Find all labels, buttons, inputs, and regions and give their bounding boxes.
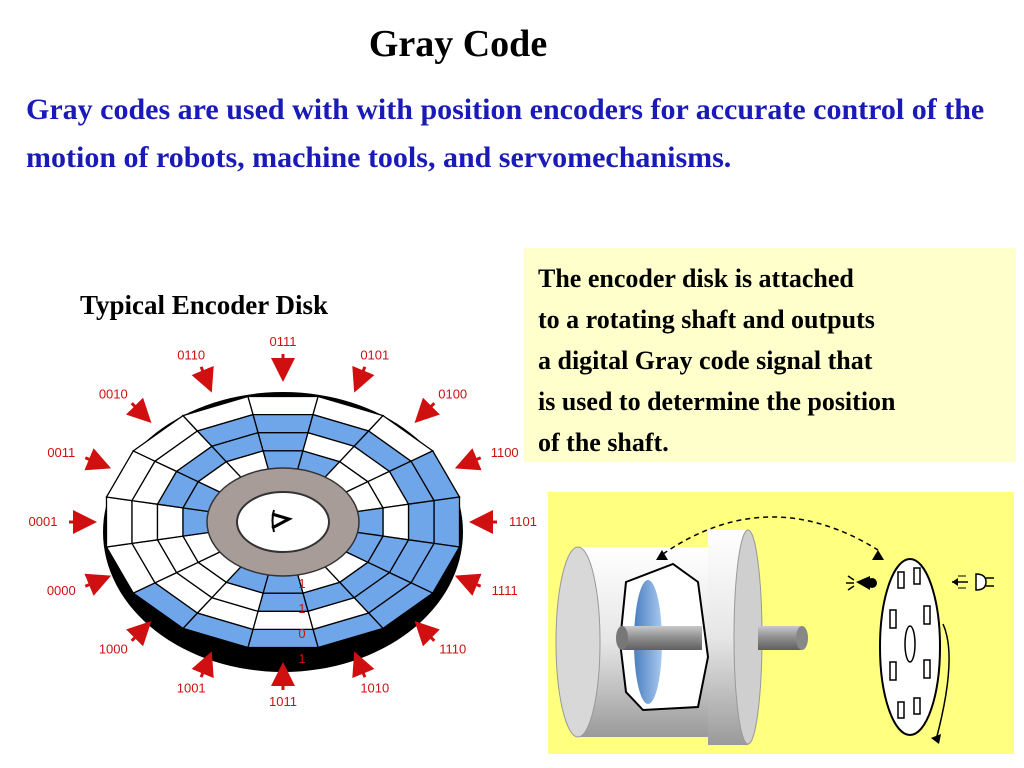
photodetector-icon	[952, 573, 994, 591]
code-arrow	[352, 365, 375, 393]
bit-value: 1	[298, 576, 305, 591]
code-arrow	[352, 651, 375, 679]
output-shaft	[758, 626, 802, 650]
code-arrow	[191, 365, 214, 393]
code-label: 1011	[269, 694, 297, 709]
disk-cell	[247, 395, 319, 416]
code-labels: 0111010101001100110111111110101010111001…	[29, 334, 537, 709]
disk-cell	[407, 499, 435, 545]
disk-cell	[105, 496, 133, 548]
disk-cell	[156, 503, 184, 541]
code-label: 1100	[491, 445, 519, 460]
disk-caption: Typical Encoder Disk	[80, 290, 329, 320]
disk-cell	[257, 432, 309, 452]
code-arrow	[126, 397, 152, 424]
curved-arrow-icon	[271, 509, 293, 533]
info-line: is used to determine the position	[538, 387, 896, 416]
code-label: 1110	[439, 641, 466, 656]
code-arrow	[454, 448, 482, 471]
internal-shaft	[622, 626, 702, 650]
info-box: The encoder disk is attached to a rotati…	[524, 248, 1016, 462]
disk-cell	[356, 507, 384, 537]
bit-value: 0	[298, 626, 305, 641]
disk-cell	[182, 507, 210, 537]
code-label: 1010	[360, 680, 389, 695]
disk-cell	[262, 574, 304, 594]
info-line: a digital Gray code signal that	[538, 346, 873, 375]
encoder-illustration	[548, 492, 1014, 754]
code-arrow	[126, 620, 152, 647]
code-label: 0010	[99, 387, 128, 402]
disk-cells	[105, 395, 461, 649]
code-label: 0101	[360, 348, 389, 363]
lamp-icon	[846, 575, 877, 591]
info-line: of the shaft.	[538, 428, 669, 457]
code-label: 1000	[99, 641, 128, 656]
code-arrow	[414, 397, 440, 424]
correspondence-arc	[662, 516, 879, 555]
code-label: 1111	[492, 583, 518, 598]
code-arrow	[84, 448, 112, 471]
info-line: to a rotating shaft and outputs	[538, 305, 875, 334]
bit-value: 1	[298, 651, 305, 666]
code-label: 1001	[177, 680, 206, 695]
page-title: Gray Code	[368, 23, 548, 65]
info-line: The encoder disk is attached	[538, 264, 854, 293]
code-arrows	[69, 354, 497, 690]
code-arrow	[191, 651, 214, 679]
disk-cell	[382, 503, 410, 541]
code-label: 0011	[47, 445, 75, 460]
disk-cell	[252, 413, 314, 434]
slotted-encoder-disk	[879, 558, 950, 744]
code-arrow	[454, 573, 482, 596]
code-arrow	[84, 573, 112, 596]
code-label: 0110	[177, 348, 205, 363]
disk-cell	[433, 496, 461, 548]
code-label: 0001	[29, 514, 58, 529]
disk-cell	[247, 628, 319, 649]
intro-paragraph: Gray codes are used with with position e…	[26, 93, 985, 174]
bit-readout: 1 1 0 1	[298, 576, 305, 666]
code-label: 0100	[438, 387, 467, 402]
code-label: 1101	[509, 514, 537, 529]
disk-cell	[131, 499, 159, 545]
code-arrow	[414, 620, 440, 647]
encoder-disk-diagram: 0111010101001100110111111110101010111001…	[29, 334, 537, 709]
disk-cell	[262, 450, 304, 470]
bit-value: 1	[298, 601, 305, 616]
code-label: 0111	[270, 334, 297, 349]
code-label: 0000	[47, 583, 76, 598]
